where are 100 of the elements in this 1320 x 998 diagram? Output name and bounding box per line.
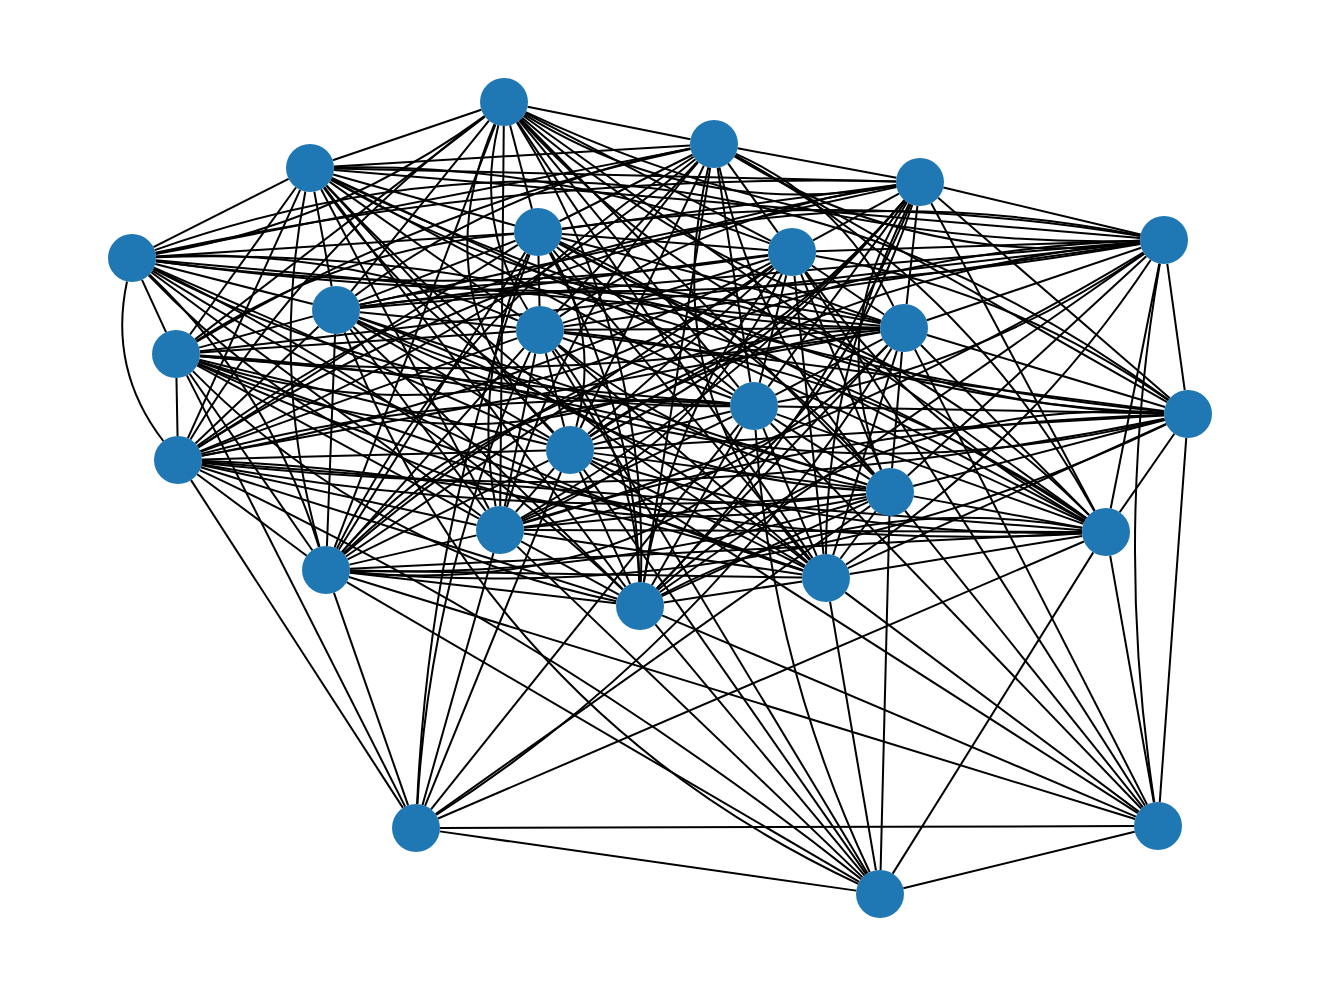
edge-line: [660, 516, 1084, 596]
edge-line: [198, 315, 314, 349]
edge-line: [1166, 262, 1186, 392]
edge-line: [194, 325, 320, 445]
edge-line: [879, 515, 891, 871]
edge-line: [516, 545, 864, 879]
edge-line: [524, 112, 772, 242]
edge-line: [466, 123, 555, 434]
edge-line: [198, 354, 869, 486]
edge-line: [195, 147, 692, 343]
edge-line: [905, 204, 919, 306]
edge-line: [358, 311, 518, 329]
edge-line: [332, 591, 410, 807]
edge-line: [201, 459, 805, 572]
edge-line: [153, 266, 549, 442]
edge-line: [658, 252, 1146, 594]
edge-line: [152, 177, 290, 249]
edge-line: [325, 184, 555, 434]
edge-line: [188, 372, 314, 552]
edge-line: [518, 119, 740, 389]
edge-line: [199, 337, 519, 453]
edge-line: [912, 419, 1166, 487]
edge-line: [121, 280, 165, 442]
edge-line: [503, 352, 537, 508]
edge-line: [736, 147, 898, 179]
edge-line: [155, 255, 1087, 520]
edge-line: [196, 210, 1142, 447]
edge-line: [197, 265, 774, 396]
edge-line: [198, 330, 518, 354]
edge-line: [416, 350, 531, 806]
edge-line: [343, 331, 860, 885]
edge-line: [198, 358, 548, 446]
edge-line: [693, 166, 811, 562]
edge-line: [660, 500, 870, 598]
edge-line: [551, 349, 869, 875]
edge-line: [522, 493, 868, 529]
edge-line: [519, 118, 875, 476]
edge-line: [733, 154, 1169, 404]
edge-line: [586, 266, 776, 436]
edge-line: [357, 239, 517, 303]
edge-line: [588, 329, 882, 438]
edge-line: [848, 534, 1084, 576]
edge-line: [175, 377, 179, 437]
edge-line: [349, 328, 487, 512]
edge-line: [189, 115, 486, 441]
edge-line: [558, 153, 694, 223]
edge-line: [844, 591, 1140, 813]
edge-line: [514, 467, 556, 513]
edge-line: [937, 196, 1171, 400]
edge-line: [650, 425, 744, 587]
edge-line: [331, 108, 483, 162]
edge-line: [186, 188, 302, 440]
edge-line: [515, 121, 643, 583]
edge-line: [332, 144, 692, 168]
edge-line: [857, 201, 909, 471]
edge-line: [775, 413, 1085, 525]
edge-line: [1109, 554, 1155, 804]
edge-line: [1118, 432, 1176, 514]
edge-line: [437, 540, 1085, 820]
edge-line: [509, 124, 533, 210]
edge-line: [800, 273, 882, 471]
edge-line: [558, 242, 1086, 522]
edge-line: [435, 347, 893, 816]
edge-line: [289, 190, 321, 548]
edge-line: [812, 192, 900, 242]
edge-line: [200, 399, 732, 455]
edge-line: [555, 246, 737, 392]
edge-line: [558, 184, 898, 318]
edge-line: [521, 413, 1165, 524]
edge-line: [891, 350, 903, 470]
edge-line: [349, 569, 803, 579]
edge-line: [930, 202, 1096, 512]
edge-line: [151, 269, 805, 572]
edge-line: [516, 120, 814, 560]
edge-line: [147, 274, 868, 518]
edge-line: [154, 115, 486, 256]
edge-line: [499, 125, 505, 507]
edge-line: [345, 581, 861, 883]
edge-line: [1134, 262, 1161, 804]
edge-line: [195, 232, 516, 342]
edge-line: [340, 398, 732, 553]
edge-line: [560, 237, 882, 323]
edge-line: [891, 551, 1095, 875]
edge-line: [555, 160, 699, 314]
edge-line: [552, 249, 812, 561]
edge-line: [430, 423, 740, 811]
edge-line: [832, 349, 898, 557]
edge-line: [825, 202, 911, 555]
edge-line: [349, 498, 869, 573]
edge-line: [810, 264, 886, 316]
edge-line: [330, 178, 734, 396]
edge-line: [902, 830, 1136, 890]
edge-line: [654, 623, 866, 877]
edge-line: [332, 169, 1142, 239]
edge-line: [592, 410, 732, 446]
edge-line: [925, 246, 1143, 322]
edge-line: [487, 252, 529, 508]
edge-line: [562, 242, 1142, 328]
edge-line: [191, 370, 618, 603]
edge-line: [346, 459, 550, 561]
